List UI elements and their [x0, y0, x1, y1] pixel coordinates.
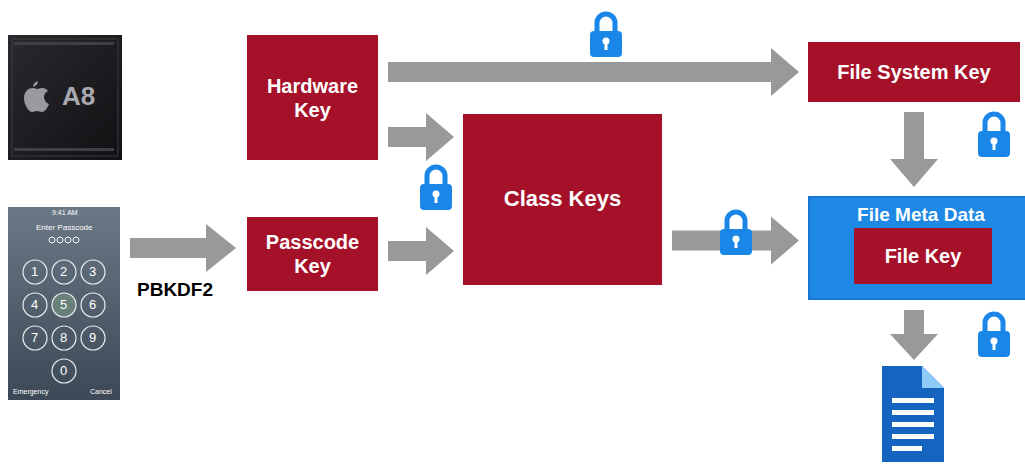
chip-label: A8 — [62, 82, 95, 111]
keypad-digit: 0 — [60, 364, 67, 378]
keypad-digit: 1 — [31, 265, 38, 279]
keypad-digit: 3 — [89, 265, 96, 279]
key-box: Passcode Key — [247, 217, 378, 291]
node-label: File Key — [885, 244, 962, 268]
lock-icon — [590, 14, 622, 57]
lock-icon — [978, 114, 1010, 157]
key-box: File Key — [854, 228, 992, 284]
keypad-digit: 2 — [60, 265, 67, 279]
phone-image — [8, 207, 120, 400]
keypad-digit: 4 — [31, 298, 38, 312]
node-label: Hardware Key — [259, 74, 366, 122]
status-time: 9:41 AM — [52, 209, 78, 217]
lock-icon — [420, 167, 452, 210]
keypad-digit: 8 — [60, 331, 67, 345]
key-box: Class Keys — [463, 114, 662, 285]
metadata-box: File Meta DataFile Key — [808, 196, 1025, 300]
keypad-digit: 7 — [31, 331, 38, 345]
arrow-shape — [890, 112, 938, 187]
output-arrow — [890, 310, 938, 360]
lock-icon — [978, 314, 1010, 357]
arrow-shape — [388, 113, 454, 161]
key-box: File System Key — [808, 42, 1020, 102]
arrow-shape — [672, 217, 799, 265]
arrow-shape — [388, 227, 454, 275]
key-box: Hardware Key — [247, 35, 378, 160]
node-label: File System Key — [837, 60, 990, 84]
node-label: File Meta Data — [810, 204, 1025, 227]
arrow-connector — [672, 217, 799, 265]
lock-icon — [720, 212, 752, 255]
chip-image — [8, 35, 122, 160]
arrow-connector — [388, 113, 454, 161]
phone-button: Cancel — [90, 388, 112, 396]
keypad-digit: 6 — [89, 298, 96, 312]
node-label: Class Keys — [504, 186, 621, 212]
arrow-connector — [388, 227, 454, 275]
node-label: Passcode Key — [259, 230, 366, 278]
kdf-label: PBKDF2 — [137, 280, 213, 301]
prompt-text: Enter Passcode — [36, 224, 92, 233]
document-icon — [882, 366, 944, 462]
keypad-digit: 9 — [89, 331, 96, 345]
arrow-connector — [890, 112, 938, 187]
input-arrow — [130, 224, 236, 272]
phone-button: Emergency — [13, 388, 48, 396]
keypad-digit: 5 — [60, 298, 67, 312]
